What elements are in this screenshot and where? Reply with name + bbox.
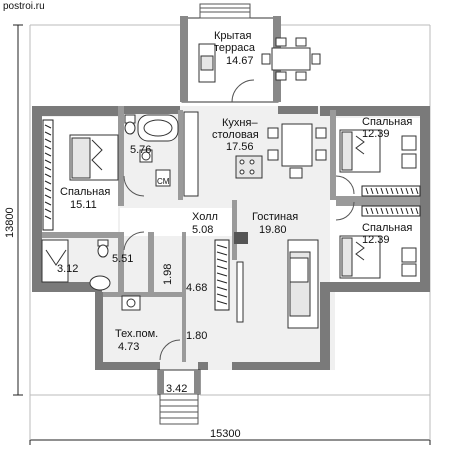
terrace — [180, 3, 281, 103]
porch-area: 3.42 — [166, 383, 188, 395]
tech-equipment — [121, 295, 141, 311]
dimension-lines — [13, 24, 431, 445]
bedroom-left-name: Спальная — [60, 186, 111, 198]
bath-mid-area: 5.51 — [112, 253, 134, 265]
kitchen-name-line2: столовая — [212, 129, 259, 141]
bed-left — [69, 134, 119, 181]
tech-area: 4.73 — [118, 341, 140, 353]
bed-right-top — [339, 129, 417, 173]
bedroom-right-bottom-area: 12.39 — [362, 234, 390, 246]
kitchen-counter — [183, 111, 263, 197]
wardrobe-closet — [214, 239, 230, 311]
toilet-top — [124, 114, 136, 135]
terrace-area: 14.67 — [226, 55, 254, 67]
bed-right-bottom — [339, 235, 417, 279]
shower — [41, 239, 69, 283]
hall-name: Холл — [192, 211, 218, 223]
exterior-walls — [32, 106, 430, 370]
closet-area: 4.68 — [186, 282, 208, 294]
bedroom-right-top-name: Спальная — [362, 116, 413, 128]
terrace-label: Крытая — [214, 30, 251, 42]
vestibule-area: 1.80 — [186, 330, 208, 342]
washing-machine — [155, 169, 171, 187]
sofa — [287, 239, 319, 329]
hall-area: 5.08 — [192, 224, 214, 236]
dimension-width: 15300 — [210, 428, 241, 440]
sink-top — [139, 149, 153, 163]
terrace-name-line1: Крытая — [214, 30, 252, 42]
bedroom-right-bottom-name: Спальная — [362, 222, 413, 234]
terrace-furniture — [198, 37, 321, 83]
tv-stand — [236, 261, 244, 323]
toilet-mid — [97, 239, 109, 258]
bath-top-area: 5.76 — [130, 144, 152, 156]
bathtub — [137, 114, 179, 142]
wardrobe-left — [42, 119, 54, 231]
tech-name: Тех.пом. — [115, 328, 159, 340]
bedroom-left-area: 15.11 — [70, 199, 97, 211]
living-name: Гостиная — [252, 211, 299, 223]
doors — [123, 79, 355, 361]
wardrobe-right — [361, 185, 421, 217]
terrace-name-line2: терраса — [214, 42, 256, 54]
fireplace — [234, 232, 248, 244]
bath-small-area: 3.12 — [57, 263, 79, 275]
living-area: 19.80 — [259, 224, 287, 236]
corridor-narrow-area: 1.98 — [162, 263, 174, 285]
dining-table — [267, 123, 327, 179]
watermark: postroi.ru — [3, 1, 45, 12]
washing-machine-label: СМ — [157, 177, 170, 186]
sink-mid — [89, 275, 111, 291]
kitchen-name-line1: Кухня– — [222, 117, 258, 129]
bedroom-right-top-area: 12.39 — [362, 128, 390, 140]
kitchen-area: 17.56 — [226, 141, 254, 153]
interior-walls — [42, 106, 420, 362]
porch — [157, 369, 201, 425]
dimension-height: 13800 — [4, 207, 16, 238]
